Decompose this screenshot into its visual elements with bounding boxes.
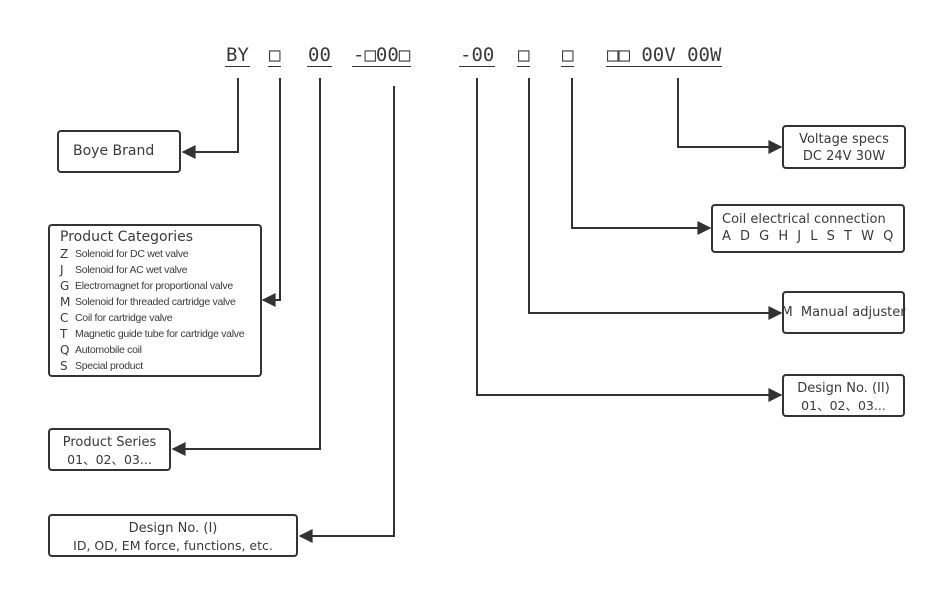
category-item: Q Automobile coil <box>60 342 260 358</box>
box-product-categories: Product Categories Z Solenoid for DC wet … <box>48 224 262 377</box>
category-code: G <box>60 279 70 293</box>
box-coil-connection: Coil electrical connection A D G H J L S… <box>711 204 905 253</box>
category-item: S Special product <box>60 358 260 374</box>
code-segment-series: 00 <box>307 44 332 67</box>
category-desc: Special product <box>75 360 143 372</box>
series-values: 01、02、03... <box>67 452 152 467</box>
category-code: T <box>60 327 68 341</box>
category-code: Z <box>60 247 69 261</box>
box-design-no-1: Design No. (I) ID, OD, EM force, functio… <box>48 514 298 557</box>
category-item: C Coil for cartridge valve <box>60 310 260 326</box>
design2-values: 01、02、03... <box>801 398 886 413</box>
category-desc: Coil for cartridge valve <box>75 312 173 324</box>
voltage-title: Voltage specs <box>799 132 889 147</box>
connection-title: Coil electrical connection <box>722 212 886 227</box>
box-design-no-2: Design No. (II) 01、02、03... <box>782 374 905 417</box>
category-desc: Magnetic guide tube for cartridge valve <box>75 328 245 340</box>
code-segment-design1: -□00□ <box>352 44 412 67</box>
box-product-series: Product Series 01、02、03... <box>48 428 171 471</box>
connector-series <box>171 78 321 456</box>
brand-label: Boye Brand <box>73 143 155 159</box>
series-title: Product Series <box>62 435 157 450</box>
connector-voltage <box>677 78 783 154</box>
connector-category <box>261 78 281 307</box>
connector-manual <box>528 78 783 320</box>
category-desc: Solenoid for threaded cartridge valve <box>75 296 236 308</box>
code-segment-connection: □ <box>561 44 575 67</box>
code-segment-manual: □ <box>517 44 531 67</box>
design2-title: Design No. (II) <box>797 381 890 396</box>
category-item: T Magnetic guide tube for cartridge valve <box>60 326 260 342</box>
category-item: Z Solenoid for DC wet valve <box>60 246 260 262</box>
category-desc: Solenoid for AC wet valve <box>75 264 188 276</box>
code-segment-voltage: □□ 00V 00W <box>606 44 723 67</box>
category-item: M Solenoid for threaded cartridge valve <box>60 294 260 310</box>
connector-design1 <box>298 86 395 543</box>
connector-design2 <box>476 78 783 402</box>
box-brand: Boye Brand <box>57 130 181 173</box>
category-item: J Solenoid for AC wet valve <box>60 262 260 278</box>
code-segment-category: □ <box>268 44 282 67</box>
category-code: M <box>60 295 71 309</box>
category-desc: Solenoid for DC wet valve <box>75 248 189 260</box>
design1-description: ID, OD, EM force, functions, etc. <box>73 538 273 553</box>
category-desc: Electromagnet for proportional valve <box>75 280 233 292</box>
voltage-value: DC 24V 30W <box>802 149 886 164</box>
design1-title: Design No. (I) <box>128 521 218 536</box>
category-code: S <box>60 359 68 373</box>
connection-options: A D G H J L S T W Q <box>722 229 895 244</box>
box-manual-adjuster: M Manual adjuster <box>781 291 906 334</box>
code-segment-brand: BY <box>225 44 250 67</box>
category-code: C <box>60 311 69 325</box>
category-desc: Automobile coil <box>75 344 142 356</box>
connector-brand <box>181 78 239 159</box>
code-segment-design2: -00 <box>459 44 496 67</box>
manual-label: M Manual adjuster <box>781 305 906 320</box>
categories-list: Z Solenoid for DC wet valve J Solenoid for… <box>60 246 260 374</box>
box-voltage-specs: Voltage specs DC 24V 30W <box>782 125 906 169</box>
connector-connection <box>571 78 712 235</box>
categories-title: Product Categories <box>60 229 194 245</box>
category-code: J <box>60 263 64 277</box>
category-code: Q <box>60 343 70 357</box>
model-code: BY □ 00 -□00□ -00 □ □ □□ 00V 00W <box>0 44 936 68</box>
category-item: G Electromagnet for proportional valve <box>60 278 260 294</box>
